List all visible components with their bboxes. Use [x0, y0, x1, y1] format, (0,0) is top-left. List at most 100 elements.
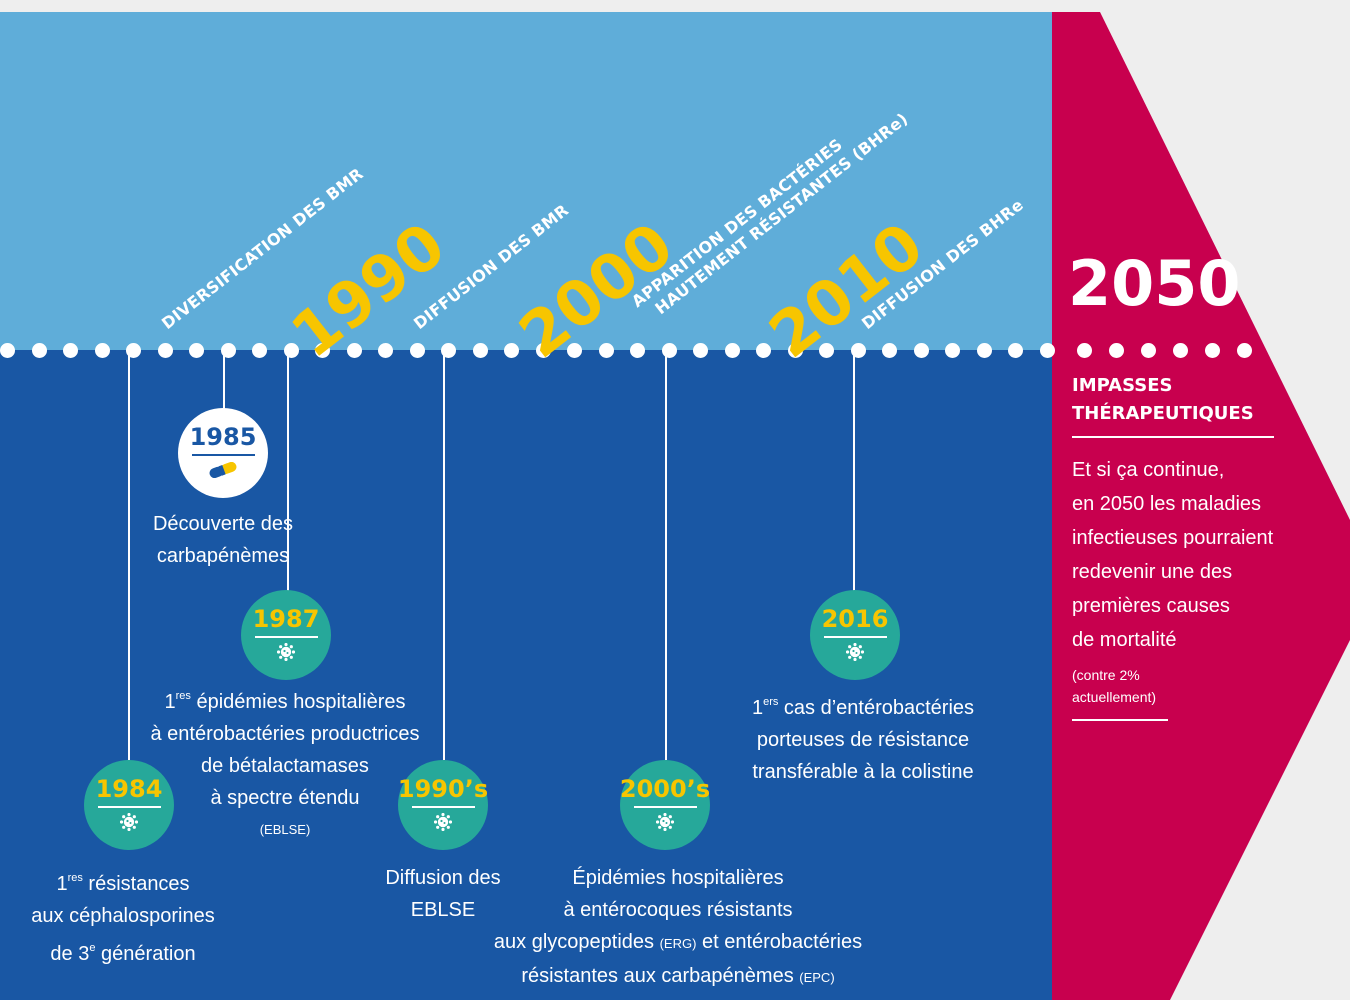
desc-line: 1res épidémies hospitalières: [120, 680, 450, 718]
timeline-dot: [1109, 343, 1124, 358]
bacteria-icon: [120, 813, 138, 831]
year-underline: [411, 806, 475, 808]
desc-line: Découverte des: [152, 513, 294, 535]
bacteria-icon: [846, 643, 864, 661]
desc-text: 1: [164, 691, 176, 713]
timeline-dot: [0, 343, 15, 358]
germ-shape: [656, 813, 674, 831]
desc-line: Diffusion des: [385, 867, 501, 889]
body-line: Et si ça continue,: [1072, 459, 1225, 481]
year-underline: [633, 806, 697, 808]
germ-shape: [434, 813, 452, 831]
timeline-dot: [661, 343, 677, 358]
timeline-dot: [1039, 343, 1055, 358]
year-underline: [254, 636, 318, 638]
desc-line: (EBLSE): [259, 822, 311, 837]
note-underline: [1072, 719, 1168, 721]
periods-band: [0, 12, 1052, 350]
milestone-year: 1984: [95, 775, 163, 803]
milestone-1987-badge: 1987: [241, 590, 331, 680]
body-line: redevenir une des: [1072, 561, 1233, 583]
milestone-1985-text: Découverte des carbapénèmes: [118, 508, 328, 572]
desc-text: cas d’entérobactéries: [783, 697, 975, 719]
bacteria-icon: [277, 643, 295, 661]
timeline-dot: [756, 343, 771, 358]
timeline-dot: [504, 343, 519, 358]
milestone-1985-badge: 1985: [178, 408, 268, 498]
timeline-dot: [1141, 343, 1156, 358]
milestone-1984-badge: 1984: [84, 760, 174, 850]
timeline-dot: [472, 343, 488, 358]
year-underline: [191, 454, 255, 456]
timeline-dot: [535, 343, 551, 358]
timeline-dot: [1173, 343, 1188, 358]
desc-text: de 3: [50, 943, 90, 965]
milestone-year: 1990’s: [397, 775, 489, 803]
heading-underline: [1072, 436, 1274, 438]
milestone-1984-text: 1res résistances aux céphalosporines de …: [18, 862, 228, 970]
desc-text: 1: [56, 873, 68, 895]
milestone-year: 2016: [821, 605, 889, 633]
timeline-dot: [31, 343, 47, 358]
year-underline: [97, 806, 161, 808]
future-note: (contre 2% actuellement): [1072, 664, 1156, 708]
superscript: res: [175, 690, 191, 702]
timeline-dot: [94, 343, 110, 358]
superscript: ers: [763, 696, 779, 708]
connector-line-1990s: [443, 350, 445, 760]
heading-line: THÉRAPEUTIQUES: [1072, 403, 1254, 424]
timeline-dot: [378, 343, 393, 358]
timeline-dot: [724, 343, 740, 358]
desc-line: EBLSE: [410, 899, 476, 921]
connector-line-1985: [223, 350, 225, 420]
desc-text: 1: [751, 697, 764, 719]
timeline-dot: [346, 343, 362, 358]
milestone-2016-text: 1ers cas d’entérobactéries porteuses de …: [720, 686, 1006, 788]
milestone-2000s-badge: 2000’s: [620, 760, 710, 850]
year-underline: [823, 636, 887, 638]
desc-abbrev: (ERG): [659, 936, 697, 951]
desc-line: aux céphalosporines: [31, 905, 215, 927]
desc-line: 1ers cas d’entérobactéries: [720, 686, 1006, 724]
timeline-dot: [882, 343, 897, 358]
superscript: res: [67, 872, 83, 884]
connector-line-2000s: [665, 350, 667, 760]
desc-line: de bétalactamases: [201, 755, 369, 777]
superscript: e: [89, 942, 96, 954]
timeline-dot: [945, 343, 960, 358]
future-year: 2050: [1068, 247, 1241, 320]
milestone-1990s-badge: 1990’s: [398, 760, 488, 850]
timeline-dot: [409, 343, 425, 358]
connector-line-1984: [128, 350, 130, 760]
future-heading: IMPASSES THÉRAPEUTIQUES: [1072, 372, 1254, 428]
bacteria-icon: [434, 813, 452, 831]
desc-line: résistantes aux carbapénèmes (EPC): [480, 960, 876, 994]
desc-line: de 3e génération: [18, 932, 228, 970]
timeline-dot: [787, 343, 803, 358]
connector-line-2016: [853, 350, 855, 600]
desc-line: 1res résistances: [18, 862, 228, 900]
desc-line: à entérobactéries productrices: [150, 723, 420, 745]
timeline-dot: [693, 343, 708, 358]
timeline-dot: [913, 343, 929, 358]
timeline-dot: [976, 343, 992, 358]
desc-line: transférable à la colistine: [752, 761, 974, 783]
desc-text: résistances: [88, 873, 190, 895]
capsule-icon: [209, 462, 237, 478]
body-line: de mortalité: [1072, 629, 1177, 651]
timeline-dot: [819, 343, 834, 358]
desc-line: porteuses de résistance: [756, 729, 970, 751]
desc-text: et entérobactéries: [701, 931, 863, 953]
desc-text: aux glycopeptides: [493, 931, 655, 953]
timeline-dot: [63, 343, 78, 358]
bacteria-icon: [656, 813, 674, 831]
desc-line: à entérocoques résistants: [563, 899, 793, 921]
note-line: (contre 2%: [1072, 667, 1140, 683]
germ-shape: [120, 813, 138, 831]
desc-line: aux glycopeptides (ERG) et entérobactéri…: [480, 926, 876, 960]
future-body: Et si ça continue, en 2050 les maladies …: [1072, 453, 1292, 657]
milestones-band: [0, 350, 1052, 1000]
milestone-year: 2000’s: [619, 775, 711, 803]
